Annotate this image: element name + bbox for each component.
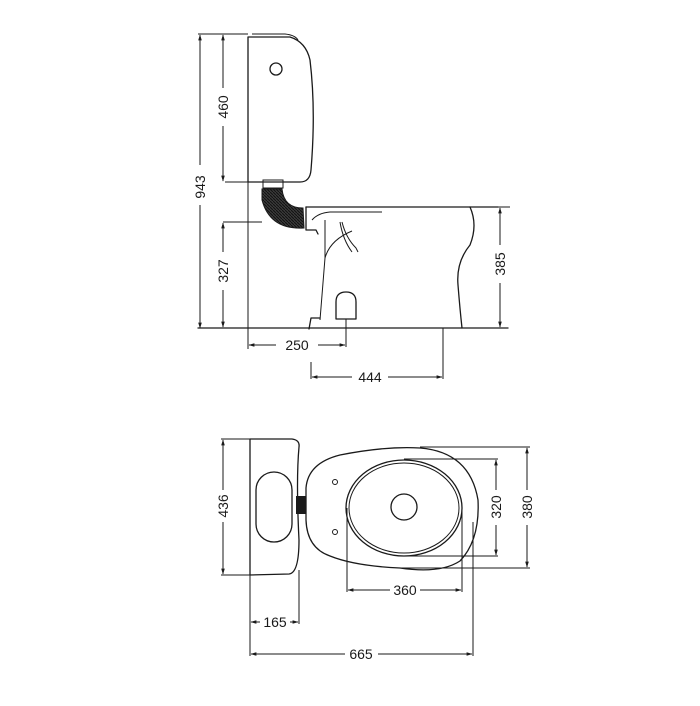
- tank-lid-recess: [255, 471, 293, 543]
- label-total-length: 665: [349, 646, 373, 662]
- bowl-top: [305, 447, 479, 571]
- dim-seat-length: 360: [346, 508, 463, 598]
- label-bowl-length: 444: [358, 369, 382, 385]
- dim-inlet-height: 327: [215, 221, 262, 328]
- label-bowl-height: 385: [492, 252, 508, 276]
- cistern-tank: [247, 33, 314, 183]
- connector-block: [296, 496, 306, 514]
- seat-bolt-icon: [332, 479, 338, 485]
- side-view: 943 460 327 385 250: [192, 33, 510, 385]
- flush-button-icon: [269, 62, 283, 76]
- label-total-height: 943: [192, 175, 208, 199]
- label-tank-depth: 165: [263, 614, 287, 630]
- dim-tank-height: 460: [215, 34, 248, 183]
- label-seat-width: 320: [488, 495, 504, 519]
- label-tank-width: 436: [215, 494, 231, 518]
- tank-top: [249, 438, 300, 576]
- label-bowl-width: 380: [519, 495, 535, 519]
- flexible-hose: [261, 179, 305, 229]
- dim-total-height: 943: [192, 33, 248, 329]
- dim-outlet-distance: 250: [248, 319, 347, 353]
- dim-tank-width: 436: [215, 438, 250, 576]
- label-tank-height: 460: [215, 95, 231, 119]
- seat-bolt-icon: [332, 529, 338, 535]
- dim-seat-width: 320: [404, 458, 504, 557]
- dim-bowl-length: 444: [310, 328, 444, 385]
- dim-total-length: 665: [250, 522, 474, 662]
- dim-tank-depth: 165: [249, 570, 300, 656]
- label-inlet-height: 327: [215, 259, 231, 283]
- dim-bowl-height: 385: [492, 206, 510, 328]
- top-view: 436 165 665 360: [215, 438, 535, 662]
- drain-hole-icon: [390, 493, 418, 521]
- label-seat-length: 360: [393, 582, 417, 598]
- dim-bowl-width: 380: [400, 446, 535, 569]
- toilet-bowl: [305, 206, 499, 330]
- label-outlet-distance: 250: [285, 337, 309, 353]
